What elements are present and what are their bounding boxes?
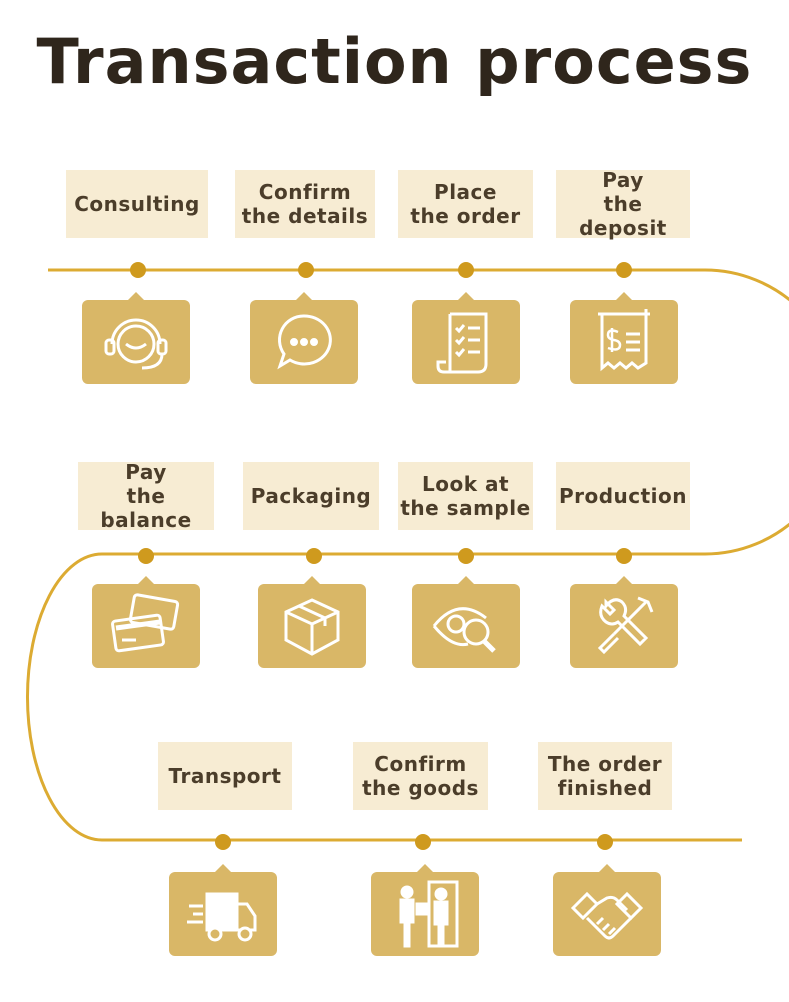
step-icon-box: [412, 292, 520, 384]
step-dot: [138, 548, 154, 564]
step-dot: [306, 548, 322, 564]
step-label-packaging: Packaging: [243, 462, 379, 530]
step-dot: [616, 262, 632, 278]
chat-bubble-icon: [277, 314, 332, 370]
tools-icon: [597, 596, 654, 655]
delivery-handover-icon: [399, 880, 459, 948]
step-label-consulting: Consulting: [66, 170, 208, 238]
step-icon-box: [92, 576, 200, 668]
step-icon-box: [570, 576, 678, 668]
receipt-dollar-icon: [598, 309, 650, 372]
eye-magnifier-icon: [432, 607, 496, 653]
package-box-icon: [284, 598, 340, 656]
headset-icon: [104, 318, 168, 370]
step-label-production: Production: [556, 462, 690, 530]
page-title: Transaction process: [36, 25, 753, 98]
process-line: [25, 268, 789, 842]
step-icon-box: [258, 576, 366, 668]
step-label-transport: Transport: [158, 742, 292, 810]
step-dot: [215, 834, 231, 850]
handshake-icon: [570, 891, 644, 940]
step-dot: [616, 548, 632, 564]
checklist-scroll-icon: [436, 312, 488, 374]
step-icon-box: [82, 292, 190, 384]
step-icon-box: [553, 864, 661, 956]
step-dot: [130, 262, 146, 278]
step-icon-box: [169, 864, 277, 956]
step-dot: [298, 262, 314, 278]
step-icon-box: [371, 864, 479, 956]
step-dot: [415, 834, 431, 850]
step-dot: [458, 262, 474, 278]
delivery-truck-icon: [187, 892, 257, 942]
credit-cards-icon: [111, 593, 180, 653]
step-dot: [458, 548, 474, 564]
step-dot: [597, 834, 613, 850]
step-icon-box: [412, 576, 520, 668]
step-icon-box: [570, 292, 678, 384]
step-icon-box: [250, 292, 358, 384]
